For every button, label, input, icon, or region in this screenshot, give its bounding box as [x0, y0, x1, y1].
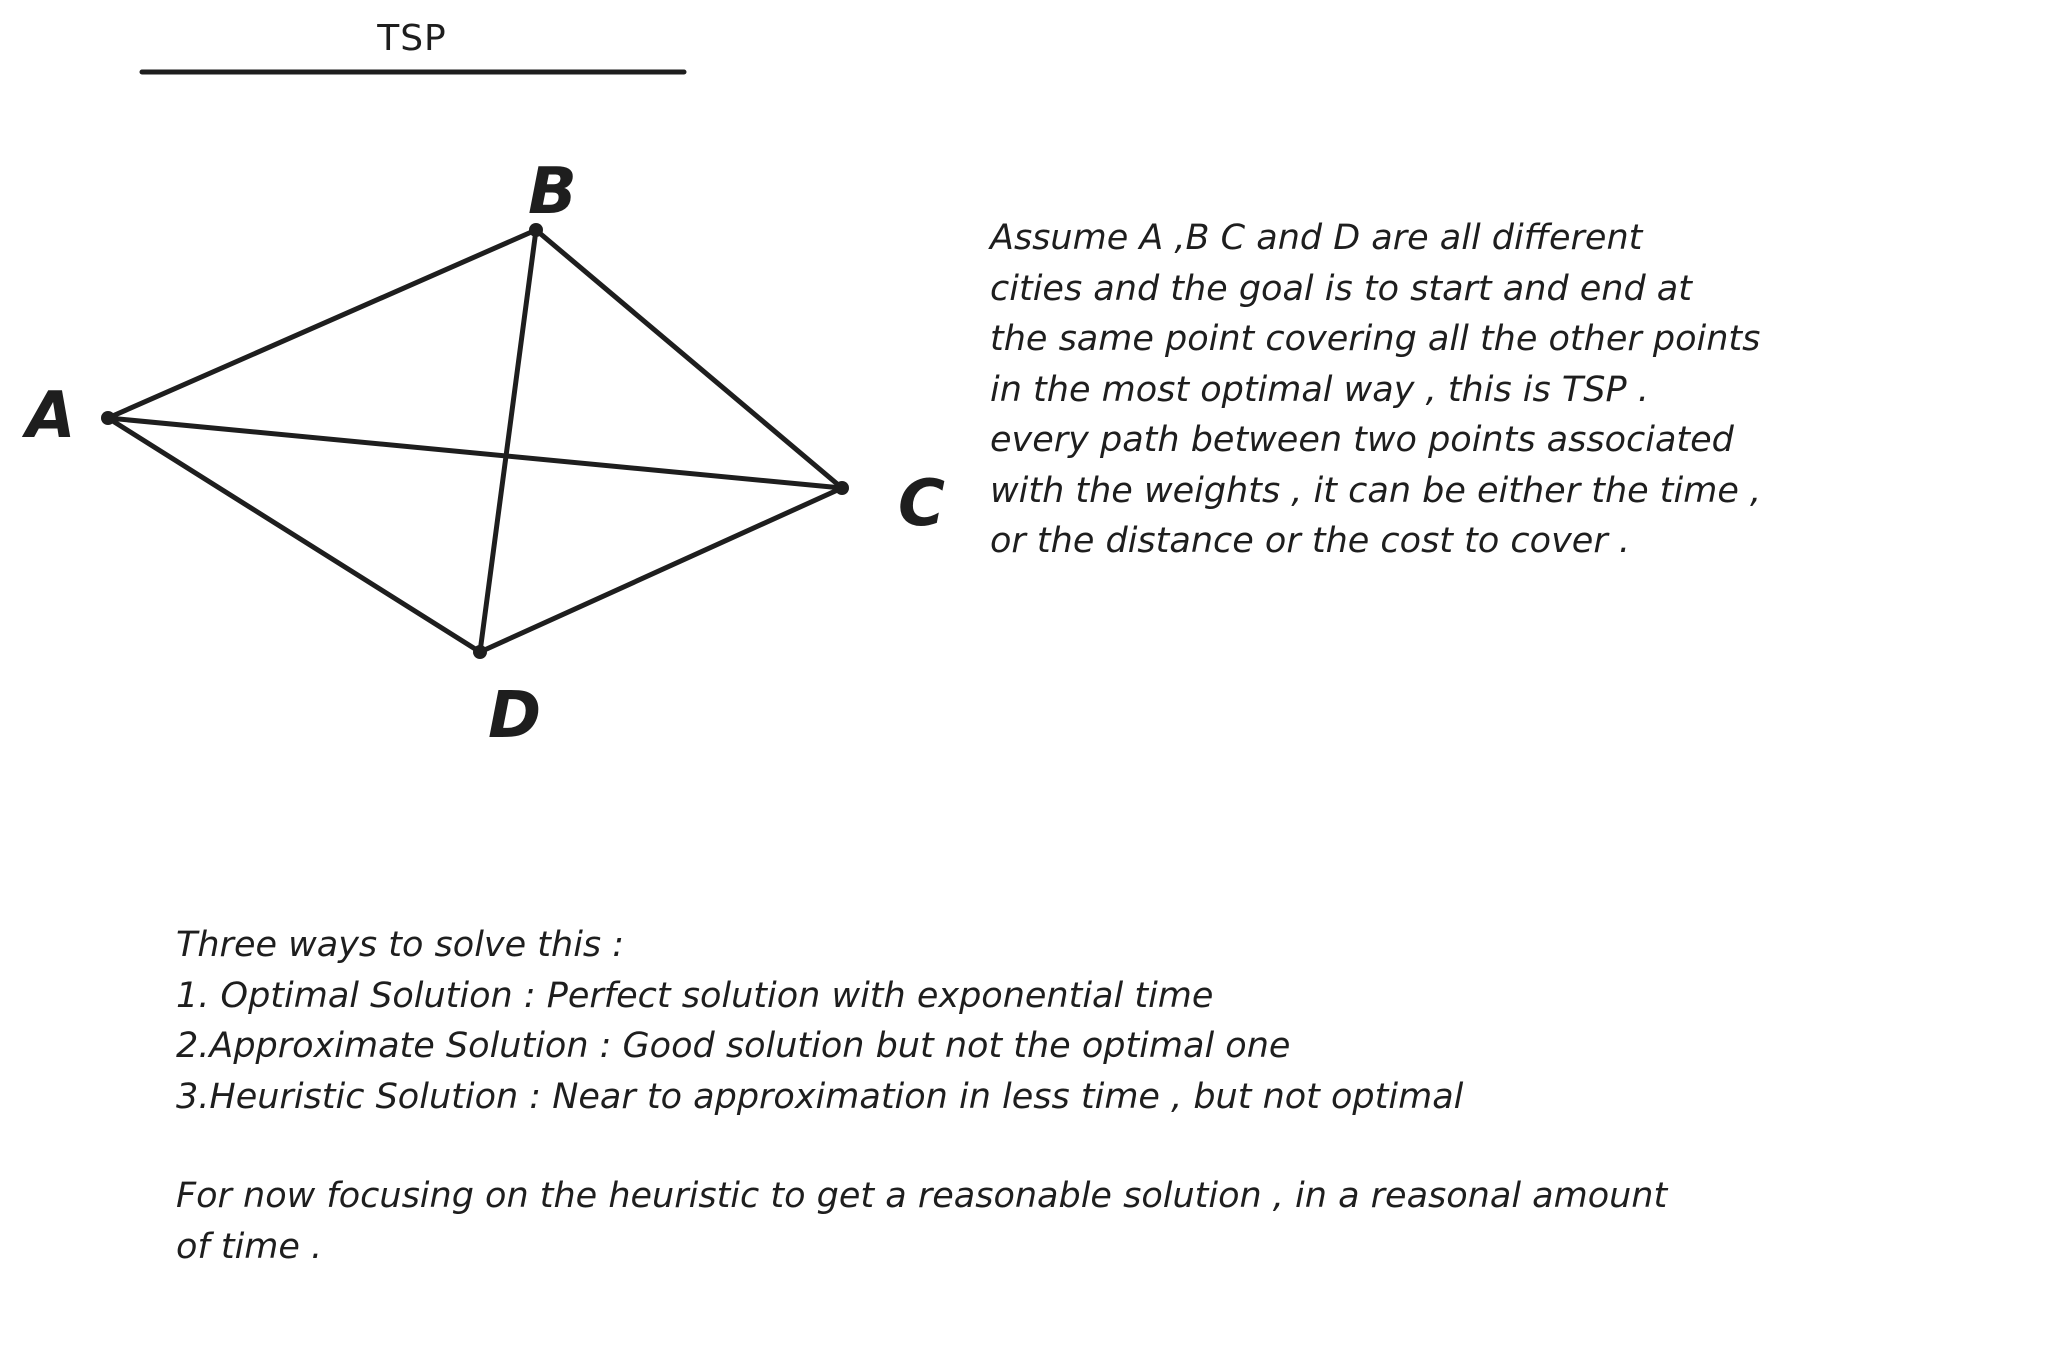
vertex-c [835, 481, 849, 495]
description-line: Assume A ,B C and D are all different [990, 218, 1643, 258]
edge-b-d [477, 227, 539, 655]
vertex-a [101, 411, 115, 425]
ways-item: 1. Optimal Solution : Perfect solution w… [176, 975, 1214, 1016]
node-label-a: A [26, 379, 76, 453]
edge-c-d [477, 485, 845, 655]
description-line: or the distance or the cost to cover . [990, 521, 1630, 561]
description-text: Assume A ,B C and D are all different ci… [990, 213, 1761, 567]
graph-edges [105, 227, 845, 655]
edge-a-b [105, 227, 539, 421]
ways-item: 3.Heuristic Solution : Near to approxima… [176, 1076, 1464, 1117]
node-label-d: D [488, 679, 542, 753]
node-label-c: C [898, 467, 945, 541]
page-title: TSP [377, 18, 447, 59]
solution-ways-text: Three ways to solve this : 1. Optimal So… [176, 920, 1463, 1122]
description-line: with the weights , it can be either the … [990, 470, 1762, 511]
vertex-b [529, 223, 543, 237]
description-line: in the most optimal way , this is TSP . [990, 369, 1649, 410]
edge-a-c [105, 415, 845, 491]
vertex-d [473, 645, 487, 659]
edge-b-c [533, 227, 845, 491]
focus-line: For now focusing on the heuristic to get… [176, 1176, 1668, 1216]
node-label-b: B [528, 155, 577, 229]
focus-text: For now focusing on the heuristic to get… [176, 1171, 1667, 1272]
edge-d-a [105, 415, 483, 655]
ways-heading: Three ways to solve this : [176, 925, 625, 965]
graph-vertices [101, 223, 849, 659]
description-line: every path between two points associated [990, 420, 1734, 460]
focus-line: of time . [176, 1226, 323, 1267]
ways-item: 2.Approximate Solution : Good solution b… [176, 1026, 1291, 1066]
description-line: the same point covering all the other po… [990, 319, 1761, 359]
description-line: cities and the goal is to start and end … [990, 268, 1692, 309]
